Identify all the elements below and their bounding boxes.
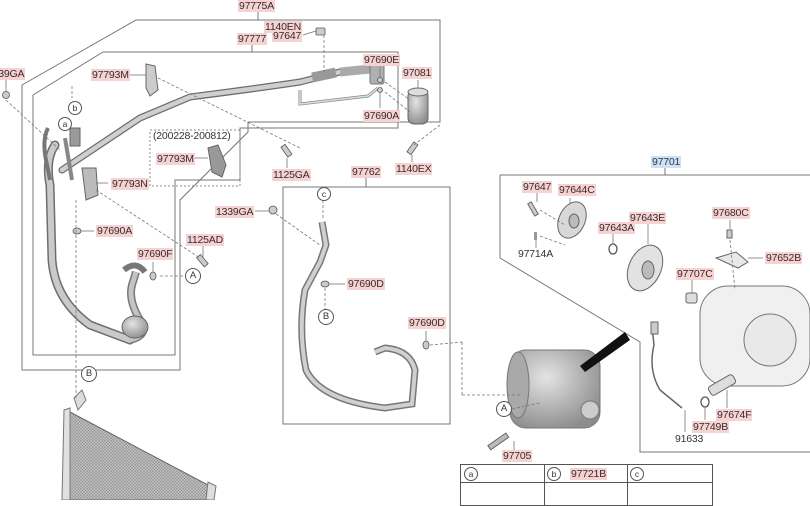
part-label-97749B[interactable]: 97749B xyxy=(692,421,730,433)
part-label-97643A[interactable]: 97643A xyxy=(598,222,636,234)
part-label-1125AD[interactable]: 1125AD xyxy=(186,234,224,246)
assembly-box-97701 xyxy=(499,167,810,453)
part-label-97793M-inner[interactable]: 97793M xyxy=(156,153,195,165)
part-label-97690D-top[interactable]: 97690D xyxy=(347,278,385,290)
legend-divider xyxy=(461,482,713,483)
part-label-1339GA-left[interactable]: 1339GA xyxy=(0,68,26,80)
compressor-parts xyxy=(527,201,810,409)
legend-col-b: b 97721B xyxy=(544,465,628,505)
part-label-1140EX[interactable]: 1140EX xyxy=(395,163,433,175)
part-label-97793M-top[interactable]: 97793M xyxy=(91,69,130,81)
part-label-97714A[interactable]: 97714A xyxy=(518,248,554,260)
part-label-97705[interactable]: 97705 xyxy=(502,450,533,462)
assembly-label-97701[interactable]: 97701 xyxy=(651,156,682,168)
part-label-97081[interactable]: 97081 xyxy=(402,67,433,79)
assembly-label-97762[interactable]: 97762 xyxy=(351,166,382,178)
fasteners xyxy=(2,27,430,350)
legend-col-a: a xyxy=(461,465,545,505)
condenser xyxy=(61,389,217,500)
receiver-drier-97081 xyxy=(407,87,429,125)
part-label-91633[interactable]: 91633 xyxy=(675,433,704,445)
part-label-97644C[interactable]: 97644C xyxy=(558,184,596,196)
discharge-pipe xyxy=(58,63,385,174)
callout-A-left: A xyxy=(185,268,201,284)
legend-callout-a: a xyxy=(464,467,478,481)
callout-B-mid: B xyxy=(318,309,334,325)
callout-A-compressor: A xyxy=(496,401,512,417)
callout-c: c xyxy=(317,187,331,201)
leader-lines xyxy=(5,30,763,450)
part-label-1125GA[interactable]: 1125GA xyxy=(272,169,311,181)
part-label-97793N[interactable]: 97793N xyxy=(111,178,149,190)
callout-b: b xyxy=(68,101,82,115)
legend-callout-b: b xyxy=(547,467,561,481)
part-label-1339GA-mid[interactable]: 1339GA xyxy=(215,206,255,218)
clamp-97793M-top xyxy=(145,63,159,97)
part-label-97690E[interactable]: 97690E xyxy=(363,54,401,66)
part-label-97680C[interactable]: 97680C xyxy=(712,207,750,219)
part-label-97643E[interactable]: 97643E xyxy=(629,212,667,224)
part-label-97690F[interactable]: 97690F xyxy=(137,248,174,260)
part-label-97690A-left[interactable]: 97690A xyxy=(96,225,134,237)
part-label-97690A-top[interactable]: 97690A xyxy=(363,110,401,122)
legend-part-b[interactable]: 97721B xyxy=(570,468,608,480)
compressor-main xyxy=(487,332,630,451)
callout-B-condenser: B xyxy=(81,366,97,382)
part-label-97707C[interactable]: 97707C xyxy=(676,268,714,280)
clamp-97793M-inner xyxy=(207,144,227,178)
assembly-box-97762 xyxy=(282,177,451,425)
clamp-97793N xyxy=(81,167,99,201)
liquid-pipe xyxy=(42,127,149,345)
part-label-97775A[interactable]: 97775A xyxy=(238,0,276,12)
suction-pipe xyxy=(298,221,419,412)
part-label-97652B[interactable]: 97652B xyxy=(765,252,803,264)
date-range-box xyxy=(149,129,241,187)
part-label-97674F[interactable]: 97674F xyxy=(716,409,753,421)
part-label-97690D-low[interactable]: 97690D xyxy=(408,317,446,329)
part-label-97647-comp[interactable]: 97647 xyxy=(522,181,553,193)
assembly-label-97777[interactable]: 97777 xyxy=(237,33,268,45)
part-label-97647-top[interactable]: 97647 xyxy=(272,30,303,42)
legend-callout-c: c xyxy=(630,467,644,481)
legend-col-c: c xyxy=(627,465,713,505)
callout-a: a xyxy=(58,117,72,131)
date-range-label: (200228-200812) xyxy=(153,130,231,142)
